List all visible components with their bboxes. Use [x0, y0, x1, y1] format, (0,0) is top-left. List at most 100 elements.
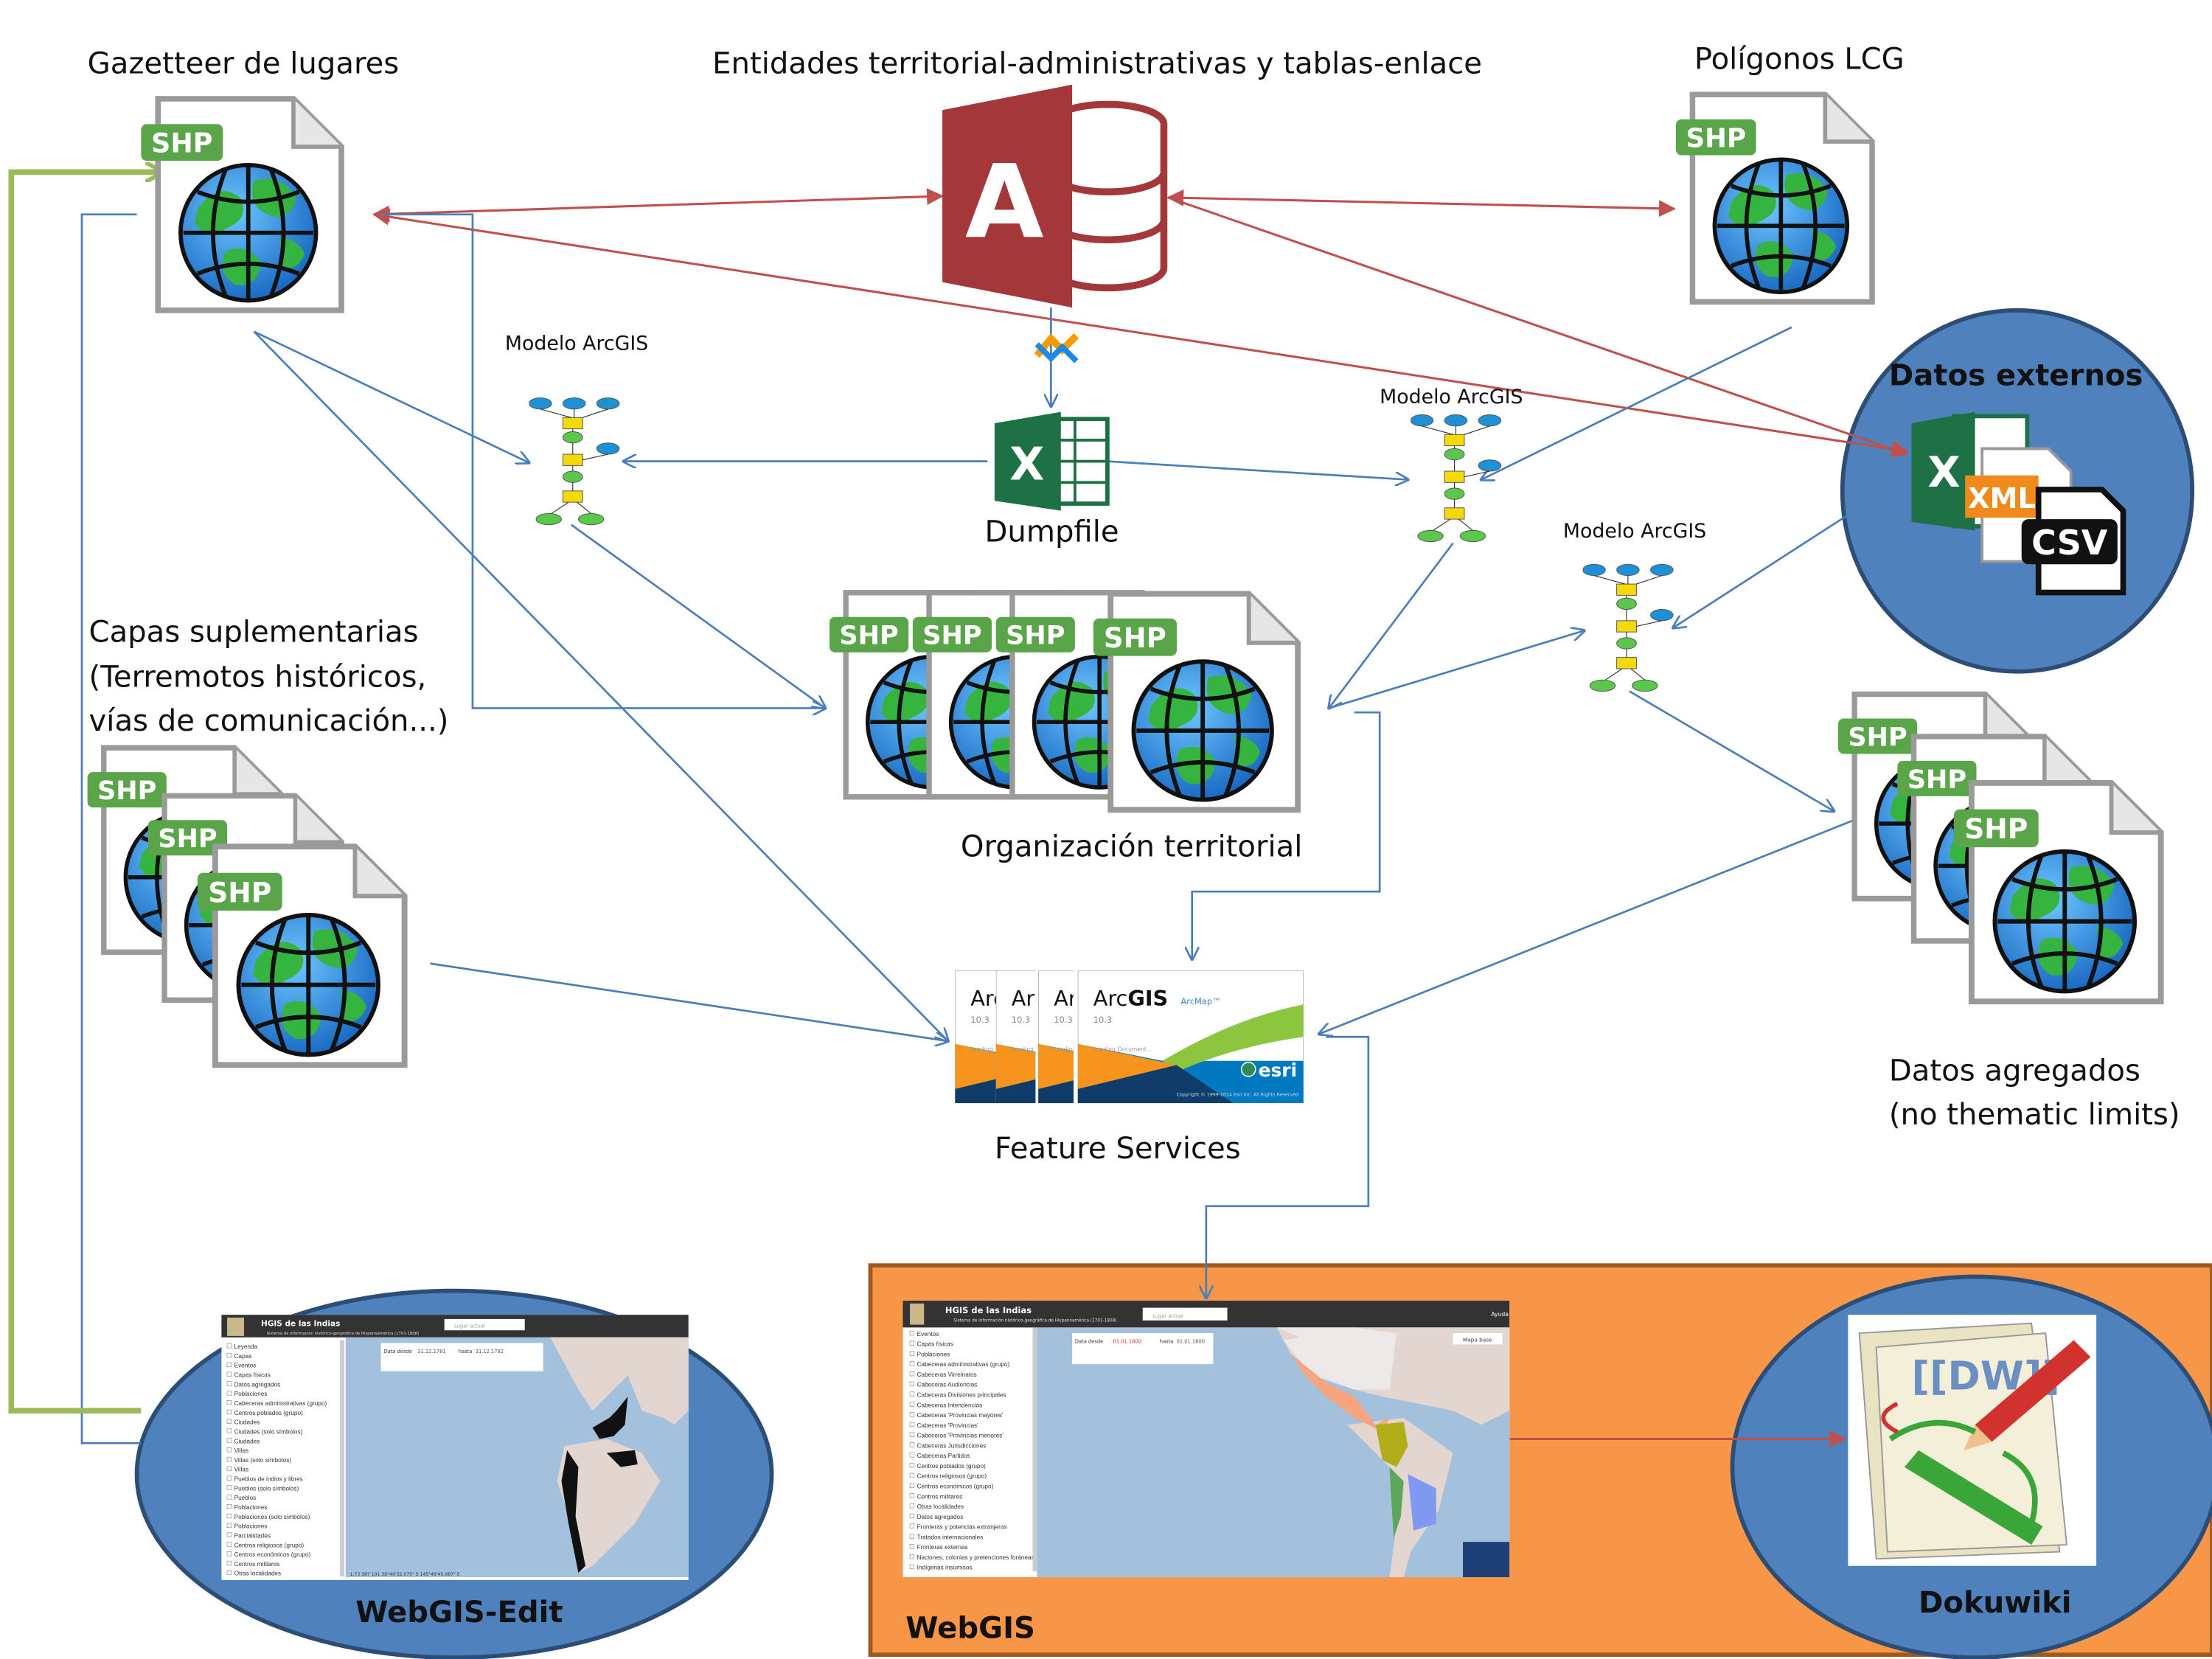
layer-item[interactable]: Eventos — [917, 1331, 939, 1338]
layer-checkbox[interactable] — [909, 1453, 915, 1458]
layer-item[interactable]: Indígenas insumisos — [917, 1565, 973, 1571]
layer-item[interactable]: Datos agregados — [917, 1514, 964, 1520]
layer-item[interactable]: Ciudades — [234, 1438, 260, 1444]
layer-item[interactable]: Poblaciones — [234, 1391, 268, 1397]
layer-item[interactable]: Eventos — [234, 1363, 257, 1369]
layer-checkbox[interactable] — [909, 1330, 915, 1336]
layer-checkbox[interactable] — [909, 1391, 915, 1397]
layer-checkbox[interactable] — [226, 1343, 232, 1349]
layer-item[interactable]: Cabeceras 'Provincias mayores' — [917, 1412, 1004, 1419]
layer-item[interactable]: Poblaciones — [234, 1504, 268, 1511]
layer-checkbox[interactable] — [226, 1381, 232, 1386]
layer-item[interactable]: Ciudades (solo símbolos) — [234, 1428, 303, 1435]
layer-item[interactable]: Pueblos — [234, 1495, 257, 1501]
layer-item[interactable]: Centros militares — [917, 1493, 963, 1500]
layer-checkbox[interactable] — [909, 1503, 915, 1509]
layer-checkbox[interactable] — [226, 1513, 232, 1519]
layer-item[interactable]: Centros religiosos (grupo) — [234, 1542, 305, 1548]
layer-checkbox[interactable] — [226, 1466, 232, 1472]
layer-checkbox[interactable] — [909, 1381, 915, 1387]
layer-item[interactable]: Poblaciones (solo símbolos) — [234, 1514, 310, 1520]
help-link[interactable]: Ayuda — [1491, 1311, 1509, 1318]
layer-checkbox[interactable] — [226, 1523, 232, 1528]
layer-checkbox[interactable] — [226, 1352, 232, 1358]
scrollbar[interactable] — [340, 1340, 344, 1577]
layer-item[interactable]: Cabeceras administrativas (grupo) — [234, 1400, 327, 1407]
layer-item[interactable]: Cabeceras Divisiones principales — [917, 1392, 1006, 1399]
layer-checkbox[interactable] — [226, 1504, 232, 1509]
basemap-button[interactable] — [1453, 1333, 1503, 1345]
layer-item[interactable]: Otras localidades — [917, 1503, 964, 1510]
layer-item[interactable]: Centros poblados (grupo) — [234, 1410, 303, 1416]
layer-item[interactable]: Cabeceras Virreinatos — [917, 1371, 977, 1378]
layer-checkbox[interactable] — [909, 1513, 915, 1519]
layer-item[interactable]: Cabeceras 'Provincias menores' — [917, 1433, 1004, 1439]
layer-item[interactable]: Centros poblados (grupo) — [917, 1463, 986, 1470]
layer-item[interactable]: Pueblos (solo símbolos) — [234, 1485, 299, 1492]
layer-item[interactable]: Villas — [234, 1467, 249, 1473]
layer-item[interactable]: Centros económicos (grupo) — [917, 1483, 994, 1489]
layer-item[interactable]: Capas físicas — [917, 1341, 953, 1348]
layer-checkbox[interactable] — [226, 1495, 232, 1500]
layer-checkbox[interactable] — [226, 1362, 232, 1368]
layer-checkbox[interactable] — [226, 1456, 232, 1462]
layer-checkbox[interactable] — [226, 1551, 232, 1557]
layer-checkbox[interactable] — [909, 1472, 915, 1478]
layer-checkbox[interactable] — [909, 1361, 915, 1366]
layer-checkbox[interactable] — [909, 1554, 915, 1559]
layer-item[interactable]: Poblaciones — [917, 1351, 950, 1357]
layer-checkbox[interactable] — [909, 1412, 915, 1417]
layer-item[interactable]: Naciones, colonias y pretenciones foráne… — [917, 1554, 1034, 1561]
layer-checkbox[interactable] — [909, 1523, 915, 1528]
layer-item[interactable]: Centros militares — [234, 1561, 280, 1568]
layer-item[interactable]: Cabeceras Audiencias — [917, 1382, 978, 1388]
layer-checkbox[interactable] — [226, 1419, 232, 1424]
layer-item[interactable]: Pueblos de indios y libres — [234, 1476, 303, 1483]
scrollbar[interactable] — [1032, 1327, 1037, 1571]
layer-item[interactable]: Parcialidades — [234, 1532, 271, 1539]
layer-checkbox[interactable] — [226, 1485, 232, 1490]
layer-checkbox[interactable] — [226, 1532, 232, 1537]
layer-checkbox[interactable] — [226, 1475, 232, 1481]
layer-checkbox[interactable] — [226, 1438, 232, 1443]
layer-checkbox[interactable] — [226, 1447, 232, 1453]
layer-item[interactable]: Fronteras externas — [917, 1544, 968, 1551]
layer-item[interactable]: Leyenda — [234, 1343, 258, 1350]
layer-checkbox[interactable] — [226, 1371, 232, 1377]
layer-item[interactable]: Tratados internacionales — [917, 1534, 984, 1540]
layer-checkbox[interactable] — [909, 1544, 915, 1549]
layer-checkbox[interactable] — [909, 1422, 915, 1427]
search-input[interactable] — [1142, 1307, 1228, 1321]
layer-checkbox[interactable] — [909, 1534, 915, 1539]
layer-item[interactable]: Centros religiosos (grupo) — [917, 1473, 987, 1480]
layer-checkbox[interactable] — [909, 1340, 915, 1346]
layer-item[interactable]: Villas (solo símbolos) — [234, 1457, 292, 1464]
layer-item[interactable]: Cabeceras Jurisdicciones — [917, 1442, 987, 1449]
layer-checkbox[interactable] — [226, 1560, 232, 1566]
layer-checkbox[interactable] — [909, 1432, 915, 1437]
layer-checkbox[interactable] — [909, 1483, 915, 1488]
layer-checkbox[interactable] — [226, 1570, 232, 1576]
layer-item[interactable]: Datos agregados — [234, 1381, 281, 1388]
layer-checkbox[interactable] — [909, 1351, 915, 1356]
layer-checkbox[interactable] — [226, 1542, 232, 1547]
layer-checkbox[interactable] — [226, 1400, 232, 1405]
layer-item[interactable]: Cabeceras Intendencias — [917, 1402, 983, 1408]
layer-item[interactable]: Poblaciones — [234, 1523, 268, 1530]
layer-item[interactable]: Fronteras y potencias extranjeras — [917, 1524, 1007, 1531]
layer-checkbox[interactable] — [909, 1371, 915, 1377]
layer-item[interactable]: Cabeceras 'Provincias' — [917, 1422, 979, 1429]
layer-checkbox[interactable] — [909, 1493, 915, 1498]
layer-checkbox[interactable] — [226, 1391, 232, 1396]
layer-item[interactable]: Otras localidades — [234, 1571, 282, 1577]
layer-item[interactable]: Capas físicas — [234, 1372, 271, 1379]
layer-checkbox[interactable] — [909, 1402, 915, 1407]
layer-checkbox[interactable] — [226, 1409, 232, 1415]
layer-checkbox[interactable] — [909, 1462, 915, 1468]
layer-item[interactable]: Ciudades — [234, 1419, 260, 1426]
layer-item[interactable]: Cabeceras administrativas (grupo) — [917, 1361, 1010, 1368]
layer-item[interactable]: Capas — [234, 1353, 252, 1360]
layer-checkbox[interactable] — [909, 1564, 915, 1570]
layer-item[interactable]: Villas — [234, 1447, 249, 1454]
search-input[interactable] — [444, 1318, 525, 1331]
